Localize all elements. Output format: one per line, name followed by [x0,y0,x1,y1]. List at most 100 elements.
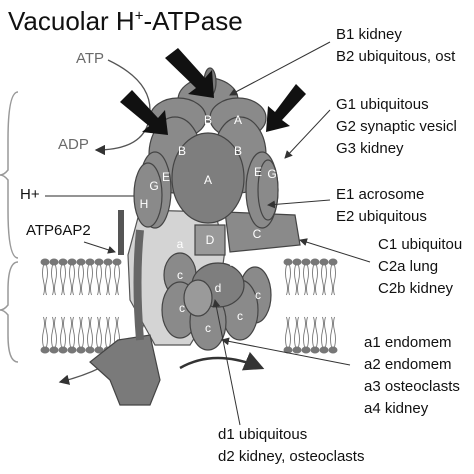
letter-a-top: A [234,113,242,127]
lipid-head [40,258,50,266]
lipid-tail [324,316,327,348]
lipid-tail [45,264,48,296]
leader-lines [212,41,371,426]
v0-domain-brace [0,261,19,363]
lipid-tail [114,264,117,296]
v1-head [133,67,279,229]
isoform-d2: d2 kidney, osteoclasts [218,448,365,465]
isoform-g2: G2 synaptic vesicl [336,118,457,135]
lipid-head [319,346,329,354]
isoform-a1: a1 endomem [364,334,452,351]
lipid-tail [294,264,297,296]
lipid-head [328,346,338,354]
adp-label: ADP [58,136,89,153]
lipid-head [283,258,293,266]
letter-a-subunit: a [177,237,184,251]
lipid-tail [105,264,108,296]
v1-domain-brace [0,91,19,259]
lipid-tail [303,264,306,296]
lipid-tail [288,316,291,348]
isoform-a4: a4 kidney [364,400,429,417]
lipid-tail [294,316,297,348]
letter-c-ring-2: c [255,288,261,302]
letter-g-left: G [149,179,158,193]
isoform-a2: a2 endomem [364,356,452,373]
a-subunit-cytoplasmic-arm [89,334,161,406]
isoform-b1: B1 kidney [336,26,402,43]
lipid-head [310,346,320,354]
peripheral-stalk [133,229,144,341]
letter-e-right: E [254,165,262,179]
lipid-head [40,346,50,354]
d-subunit-stalk [194,224,226,256]
isoform-b2: B2 ubiquitous, ost [336,48,456,65]
atp-label: ATP [76,50,105,67]
lipid-head [58,258,68,266]
letter-c-upper: C [253,227,262,241]
letter-c-ring-1: c [177,268,183,282]
lipid-tail [315,316,318,348]
lipid-head [292,258,302,266]
atp6ap2-label: ATP6AP2 [26,222,91,239]
lipid-tail [90,264,93,296]
lipid-tail [96,264,99,296]
letter-g-right: G [267,167,276,181]
lipid-tail [117,264,120,296]
lipid-tail [330,316,333,348]
lipid-tail [63,264,66,296]
lipid-head [328,258,338,266]
letter-h: H [140,197,149,211]
lipid-head [85,258,95,266]
lipid-tail [99,316,102,348]
lipid-head [58,346,68,354]
lipid-tail [45,316,48,348]
lipid-tail [96,316,99,348]
highlight-arrows [120,48,306,135]
lipid-head [76,258,86,266]
letter-d-lower: d [215,281,222,295]
c-ring [161,252,272,351]
letter-c-ring-5: c [205,321,211,335]
lipid-tail [315,264,318,296]
letter-d-upper: D [206,233,215,247]
lipid-tail [78,264,81,296]
lipid-tail [306,316,309,348]
subunit-letters: B A B B A E E G G H a D F C d c c c c c [140,113,277,335]
lipid-tail [51,264,54,296]
lipid-tail [288,264,291,296]
lipid-tail [333,316,336,348]
lipid-tail [285,316,288,348]
letter-b-left: B [178,144,186,158]
lipid-tail [72,264,75,296]
lipid-tail [297,264,300,296]
letter-c-ring-3: c [237,309,243,323]
lipid-head [301,258,311,266]
lipid-tail [87,316,90,348]
lipid-tail [63,316,66,348]
lipid-tail [108,264,111,296]
lipid-tail [42,264,45,296]
lipid-tail [297,316,300,348]
letter-c-ring-4: c [179,301,185,315]
lipid-tail [90,316,93,348]
lipid-head [301,346,311,354]
lipid-tail [105,316,108,348]
atp6ap2-protein [118,210,124,255]
isoform-c2b: C2b kidney [378,280,454,297]
lipid-tail [312,316,315,348]
lipid-tail [333,264,336,296]
lipid-tail [54,264,57,296]
lipid-tail [54,316,57,348]
diagram-title: Vacuolar H+-ATPase [8,6,243,36]
lipid-tail [321,316,324,348]
letter-b-top: B [204,113,212,127]
lipid-head [76,346,86,354]
lipid-tail [321,264,324,296]
lipid-head [85,346,95,354]
lipid-head [49,258,59,266]
isoform-c2a: C2a lung [378,258,439,275]
letter-e-left: E [162,170,170,184]
lipid-head [112,258,122,266]
